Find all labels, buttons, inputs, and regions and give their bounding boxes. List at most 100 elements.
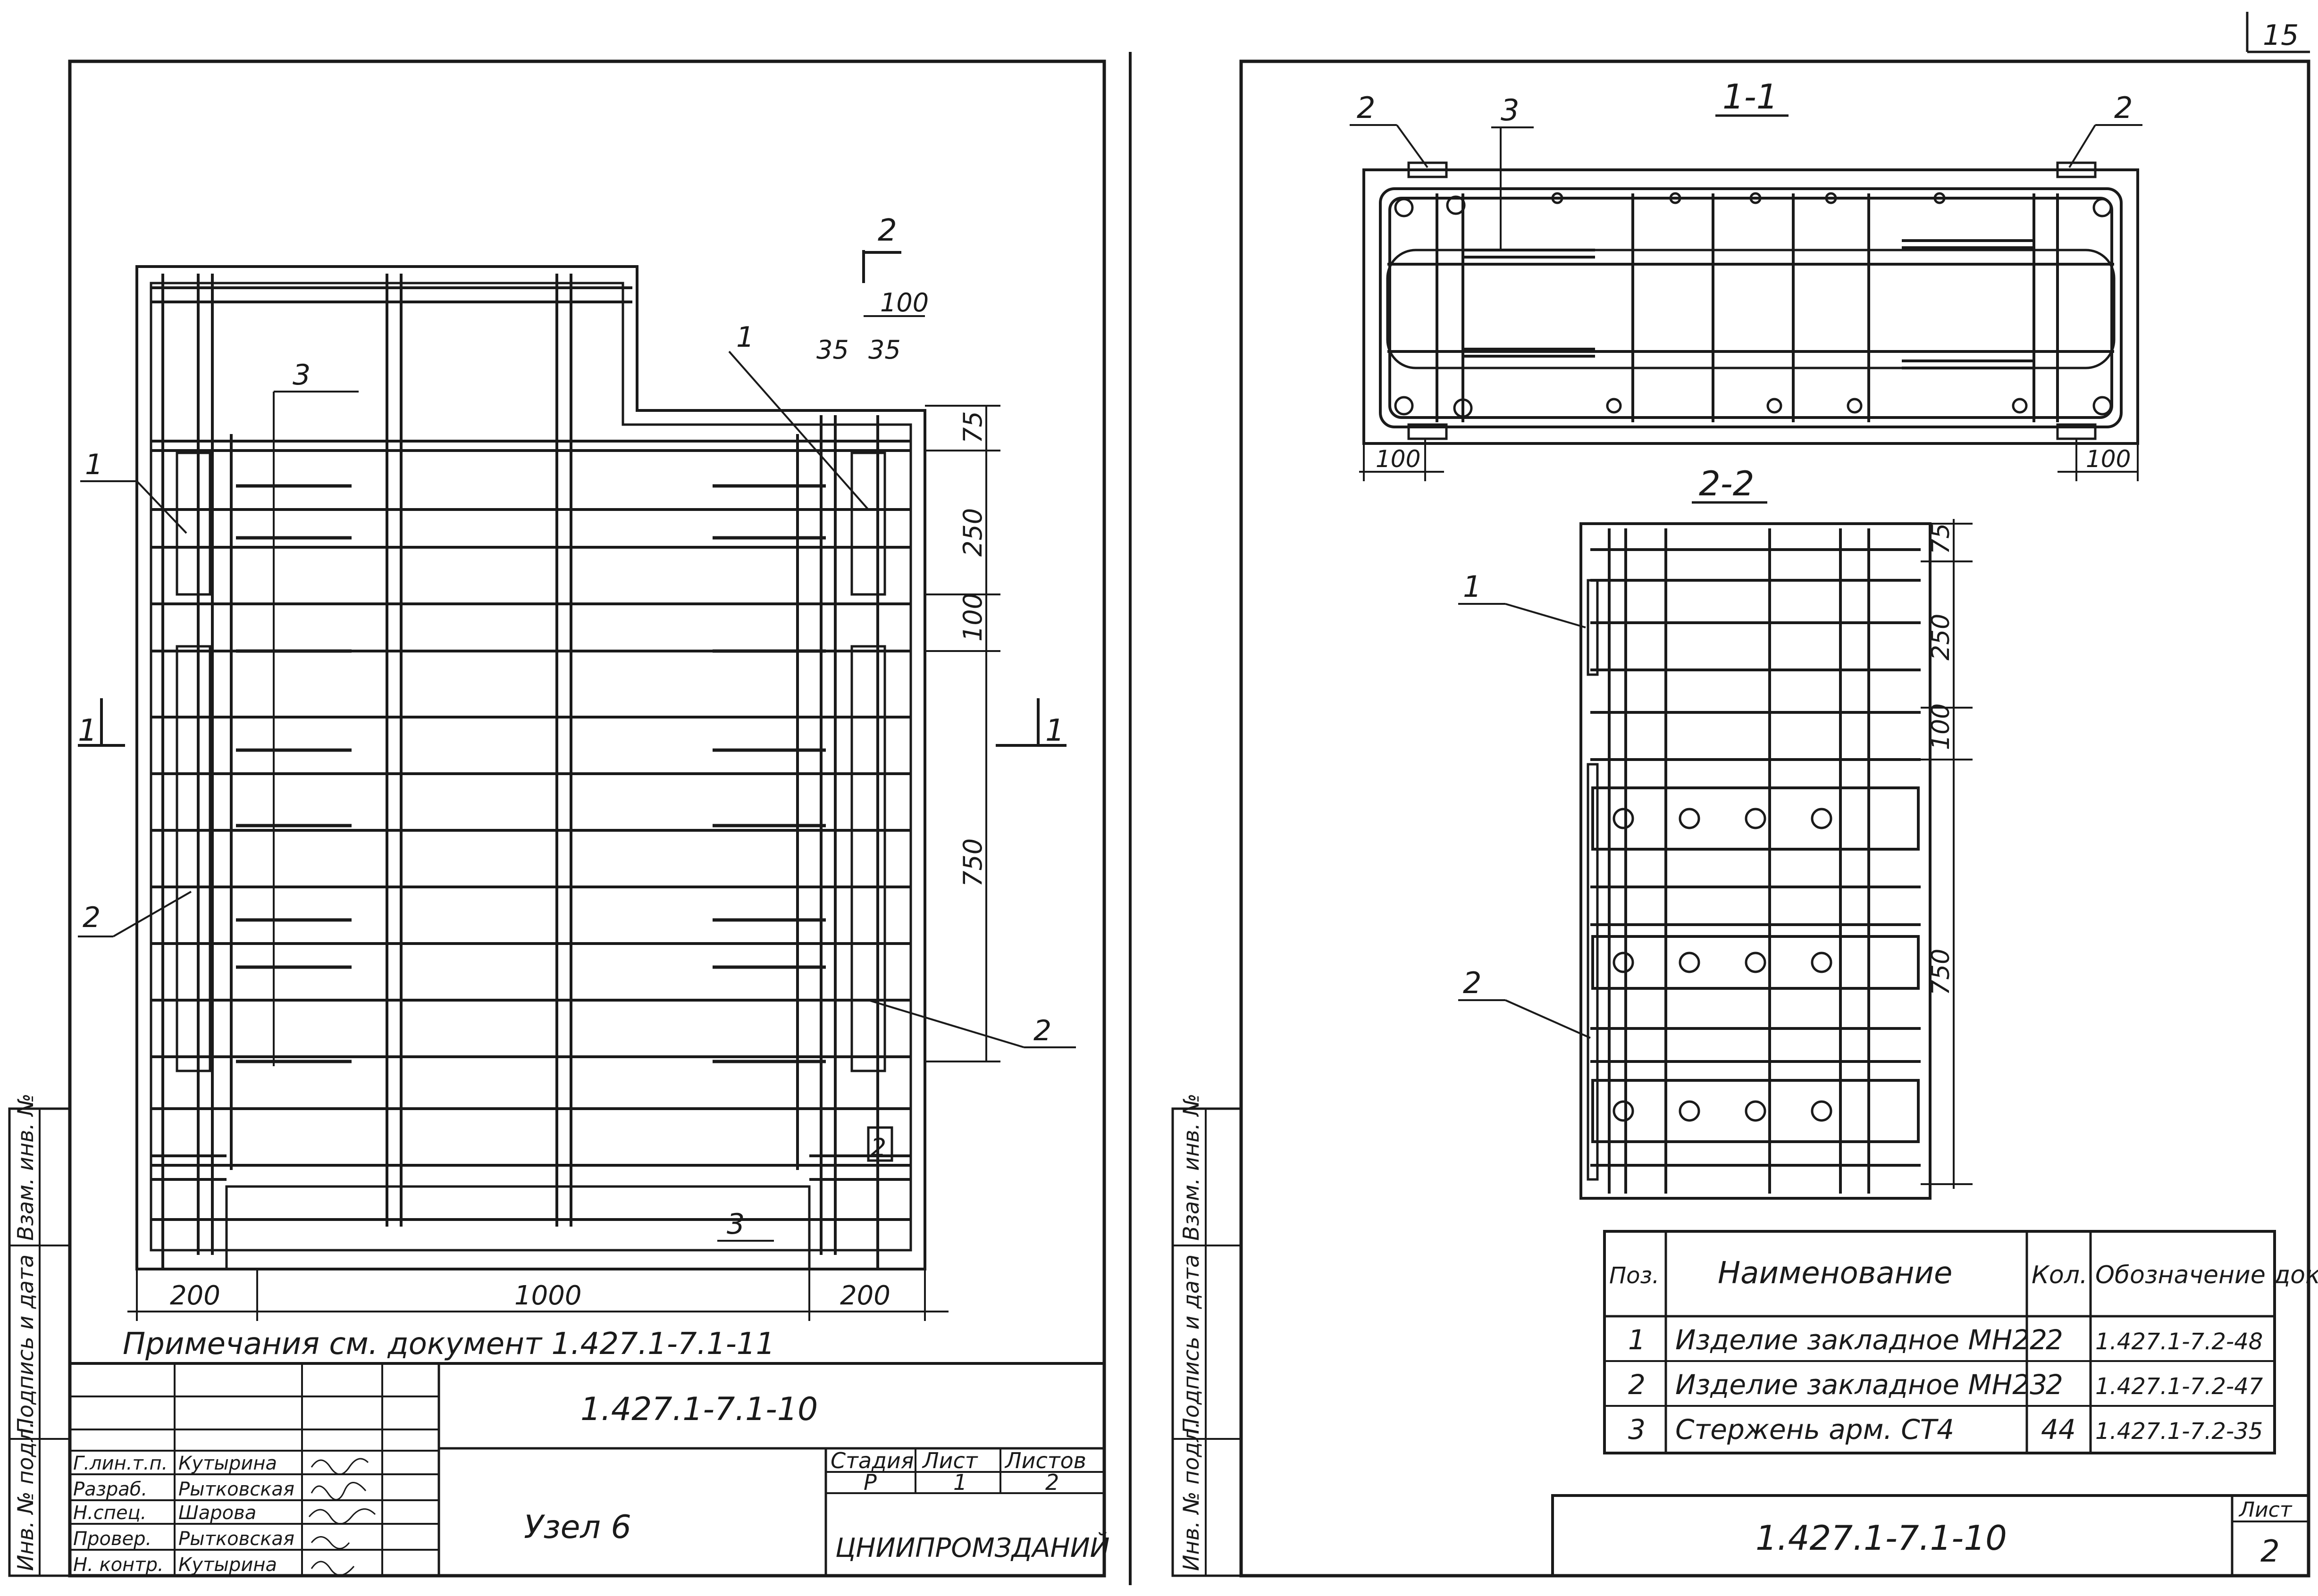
footer-sheet-label: Лист [2238, 1498, 2293, 1522]
left-callouts: 3 1 2 1 2 3 [78, 321, 1076, 1242]
plate-mn23-left [176, 645, 211, 1072]
dim-2-2-250: 250 [1927, 614, 1955, 660]
title-doc-code: 1.427.1-7.1-10 [580, 1391, 818, 1428]
spec-row-1-qty: 2 [2046, 1324, 2063, 1356]
stage-header: Стадия [831, 1448, 914, 1473]
stamp-vzam-inv: Взам. инв. № [13, 1094, 38, 1241]
callout-1-2-2: 1 [1463, 569, 1481, 604]
note-text: Примечания см. документ 1.427.1-7.1-11 [123, 1327, 775, 1362]
section-2-2-title: 2-2 [1699, 464, 1755, 503]
organization: ЦНИИПРОМЗДАНИЙ [835, 1533, 1110, 1563]
left-sheet: Инв. № подл. Подпись и дата Взам. инв. № [8, 52, 1132, 1585]
plate-mn22-right [850, 451, 886, 596]
callout-3-top: 3 [293, 359, 311, 392]
footer-sheet-no: 2 [2260, 1534, 2280, 1569]
section-2-2-horizontals [1590, 548, 1921, 1167]
stamp-inv-podl-right: Инв. № подл. [1178, 1421, 1204, 1571]
spec-header-doc: Обозначение документа [2095, 1261, 2318, 1289]
section-2-2-plates [1591, 786, 1920, 1143]
cut-1-right-label: 1 [1045, 713, 1065, 748]
stamp-vzam-inv-right: Взам. инв. № [1178, 1094, 1204, 1241]
right-footer-stamp: 1.427.1-7.1-10 Лист 2 [1551, 1494, 2310, 1577]
section-1-1-circles [1394, 192, 2112, 418]
spec-table: Поз. Наименование Кол. Обозначение докум… [1603, 1230, 2318, 1454]
callout-3-1-1: 3 [1501, 93, 1519, 127]
cut-1-left-label: 1 [78, 713, 97, 748]
dim-bottom-200-left: 200 [170, 1280, 220, 1311]
title-node-name: Узел 6 [524, 1509, 631, 1546]
cut-2-bottom-box [867, 1126, 893, 1162]
role-row-5: Н. контр. [73, 1554, 164, 1576]
right-dimensions: 100 35 35 75 250 100 750 [816, 288, 1000, 1062]
spec-row-3-qty: 44 [2041, 1413, 2076, 1446]
name-row-4: Рытковская [178, 1528, 294, 1550]
footer-doc-code: 1.427.1-7.1-10 [1755, 1518, 2007, 1558]
callout-2-2-2: 2 [1463, 966, 1481, 1000]
callout-1-left: 1 [85, 448, 103, 481]
spec-header-name: Наименование [1718, 1256, 1952, 1291]
spec-row-3-pos: 3 [1628, 1413, 1646, 1446]
role-row-2: Разраб. [73, 1479, 147, 1500]
dim-750: 750 [958, 838, 988, 887]
dim-2-2-750: 750 [1927, 949, 1955, 995]
short-bars-pos3 [236, 484, 826, 1063]
cut-2-top-label: 2 [878, 213, 897, 248]
section-1-1: 1-1 [1350, 77, 2142, 481]
section-1-1-bars [1387, 193, 2114, 422]
sheet-header: Лист [922, 1448, 978, 1473]
dim-35-b: 35 [868, 335, 901, 365]
spec-row-1-doc: 1.427.1-7.2-48 [2095, 1329, 2263, 1355]
spec-row-2-pos: 2 [1628, 1369, 1646, 1401]
right-sheet: Инв. № подл. Подпись и дата Взам. инв. №… [1171, 59, 2318, 1578]
name-row-5: Кутырина [178, 1554, 277, 1576]
sheets-header: Листов [1004, 1448, 1086, 1473]
name-row-3: Шарова [178, 1502, 256, 1524]
name-row-2: Рытковская [178, 1479, 294, 1500]
plate-mn23-right [850, 645, 886, 1072]
spec-row-2-doc: 1.427.1-7.2-47 [2095, 1373, 2263, 1400]
signatures [308, 1458, 376, 1576]
spec-row-2-qty: 2 [2046, 1369, 2063, 1401]
dim-100: 100 [958, 593, 988, 642]
stage-value: Р [864, 1470, 877, 1495]
embedded-plates [176, 451, 886, 1072]
right-side-stamp: Инв. № подл. Подпись и дата Взам. инв. № [1171, 1094, 1243, 1577]
section-2-2-verticals [1608, 528, 1870, 1194]
spec-header-pos: Поз. [1609, 1262, 1659, 1289]
bottom-rebars [151, 1154, 911, 1181]
callout-1-right: 1 [736, 321, 754, 354]
spec-row-1-name: Изделие закладное МН22 [1675, 1324, 2047, 1356]
spec-row-2-name: Изделие закладное МН23 [1675, 1369, 2047, 1401]
callout-2-right-1-1: 2 [2114, 91, 2133, 125]
spec-row-3-doc: 1.427.1-7.2-35 [2095, 1418, 2263, 1445]
page-number-box: 15 [2246, 12, 2310, 53]
spec-header-qty: Кол. [2032, 1261, 2088, 1289]
section-cut-marks: 2 1 1 2 [78, 213, 1067, 1162]
left-title-block: 1.427.1-7.1-10 Г.лин.т.п. Разраб. Н.спец… [68, 1362, 1110, 1577]
dim-top-100: 100 [880, 288, 929, 318]
name-row-1: Кутырина [178, 1453, 277, 1474]
bottom-dimensions: 200 1000 200 [127, 1269, 949, 1321]
dim-bottom-200-right: 200 [840, 1280, 890, 1311]
dim-1-1-right: 100 [2086, 445, 2131, 473]
dim-75: 75 [958, 411, 988, 443]
spec-row-3-name: Стержень арм. СТ4 [1675, 1413, 1954, 1446]
left-side-stamp: Инв. № подл. Подпись и дата Взам. инв. № [8, 1094, 71, 1577]
dim-35-a: 35 [816, 335, 849, 365]
stamp-podpis-data-right: Подпись и дата [1178, 1254, 1204, 1434]
cut-2-bottom-label: 2 [871, 1134, 886, 1162]
callout-2-left-1-1: 2 [1357, 91, 1375, 125]
dim-2-2-100: 100 [1927, 703, 1955, 750]
role-row-1: Г.лин.т.п. [73, 1453, 168, 1474]
dim-250: 250 [958, 508, 988, 557]
dim-bottom-1000: 1000 [514, 1280, 582, 1311]
dim-2-2-75: 75 [1927, 523, 1955, 554]
plan-bottom-notch [225, 1185, 811, 1269]
role-row-3: Н.спец. [73, 1502, 147, 1524]
callout-2-left: 2 [83, 901, 101, 934]
sheets-value: 2 [1045, 1470, 1059, 1495]
stamp-inv-podl: Инв. № подл. [13, 1421, 38, 1571]
section-2-2: 2-2 [1458, 464, 1973, 1200]
